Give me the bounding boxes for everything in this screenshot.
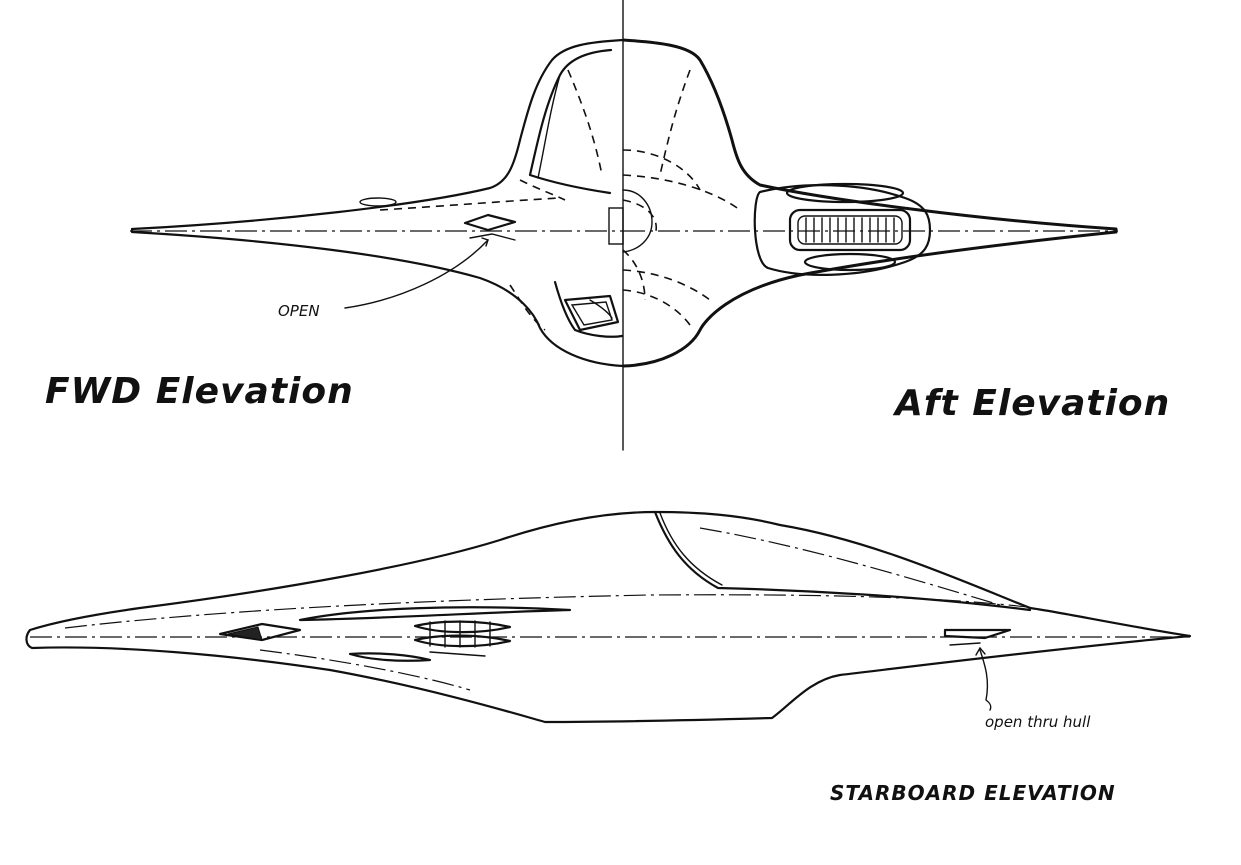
starboard-vent-2 <box>413 634 512 648</box>
thru-hull-leader-arrowhead <box>975 646 986 656</box>
aft-section-dash-4 <box>622 289 691 326</box>
open-leader-line <box>344 239 489 309</box>
fwd-hull-outline <box>130 38 625 368</box>
aft-engine-nacelle <box>753 184 932 276</box>
aft-hub-arc <box>622 189 653 253</box>
fwd-canopy-dash <box>567 69 603 176</box>
aft-engine-exhaust <box>788 208 912 252</box>
starboard-intake-shade <box>227 626 263 641</box>
starboard-elevation-view <box>25 510 1192 724</box>
open-leader-arrowhead <box>481 237 489 247</box>
fwd-center-block <box>608 207 624 245</box>
open-note-label: OPEN <box>278 302 320 320</box>
fwd-section-dash-2 <box>379 197 561 211</box>
aft-canopy-dash <box>659 69 691 176</box>
fwd-ventral-pod <box>553 280 624 338</box>
fwd-sensor-bump <box>359 197 397 207</box>
fwd-lower-vent <box>469 233 516 241</box>
fwd-section-dash-1 <box>519 179 566 201</box>
starboard-lower-strake <box>348 652 432 662</box>
starboard-canopy-frame <box>659 512 723 586</box>
starboard-lower-dashline <box>259 649 471 691</box>
starboard-vent-grill <box>429 620 491 648</box>
starboard-elevation-label: STARBOARD ELEVATION <box>830 781 1116 805</box>
aft-hull-outline <box>622 38 1118 368</box>
fwd-vent-diamond <box>463 213 517 232</box>
aft-elevation-label: Aft Elevation <box>892 383 1170 424</box>
fwd-elevation-label: FWD Elevation <box>45 371 354 412</box>
aft-lower-pod <box>803 252 897 272</box>
aft-section-dash-5 <box>622 249 646 301</box>
starboard-canopy-outline <box>653 510 1032 612</box>
starboard-aft-vent <box>943 628 1012 640</box>
aft-section-dash-3 <box>622 269 711 301</box>
starboard-canopy-dashline <box>699 527 1001 606</box>
fwd-ventral-intake-inner <box>570 301 613 326</box>
fwd-intake-lip <box>589 299 613 319</box>
aft-section-dash-2 <box>622 174 741 211</box>
fwd-elevation-view <box>130 38 625 368</box>
fwd-ventral-intake <box>563 294 620 332</box>
aft-engine-grill <box>805 217 895 243</box>
thru-hull-leader-line <box>979 649 992 711</box>
fwd-canopy-frame <box>537 74 561 179</box>
aft-engine-exhaust-inner <box>797 215 903 245</box>
open-thru-hull-note: open thru hull <box>985 713 1091 731</box>
starboard-hull-outline <box>25 510 1192 724</box>
starboard-vent-underline <box>429 651 486 657</box>
starboard-aft-vent-lower <box>949 642 981 646</box>
fwd-canopy-outline <box>528 48 613 195</box>
starboard-upper-strake <box>298 606 572 622</box>
starboard-vent-1 <box>413 620 512 634</box>
starboard-upper-dashline <box>64 594 1036 629</box>
aft-upper-pod <box>785 182 905 204</box>
aft-elevation-view <box>622 38 1118 368</box>
fwd-section-dash-3 <box>509 284 546 331</box>
